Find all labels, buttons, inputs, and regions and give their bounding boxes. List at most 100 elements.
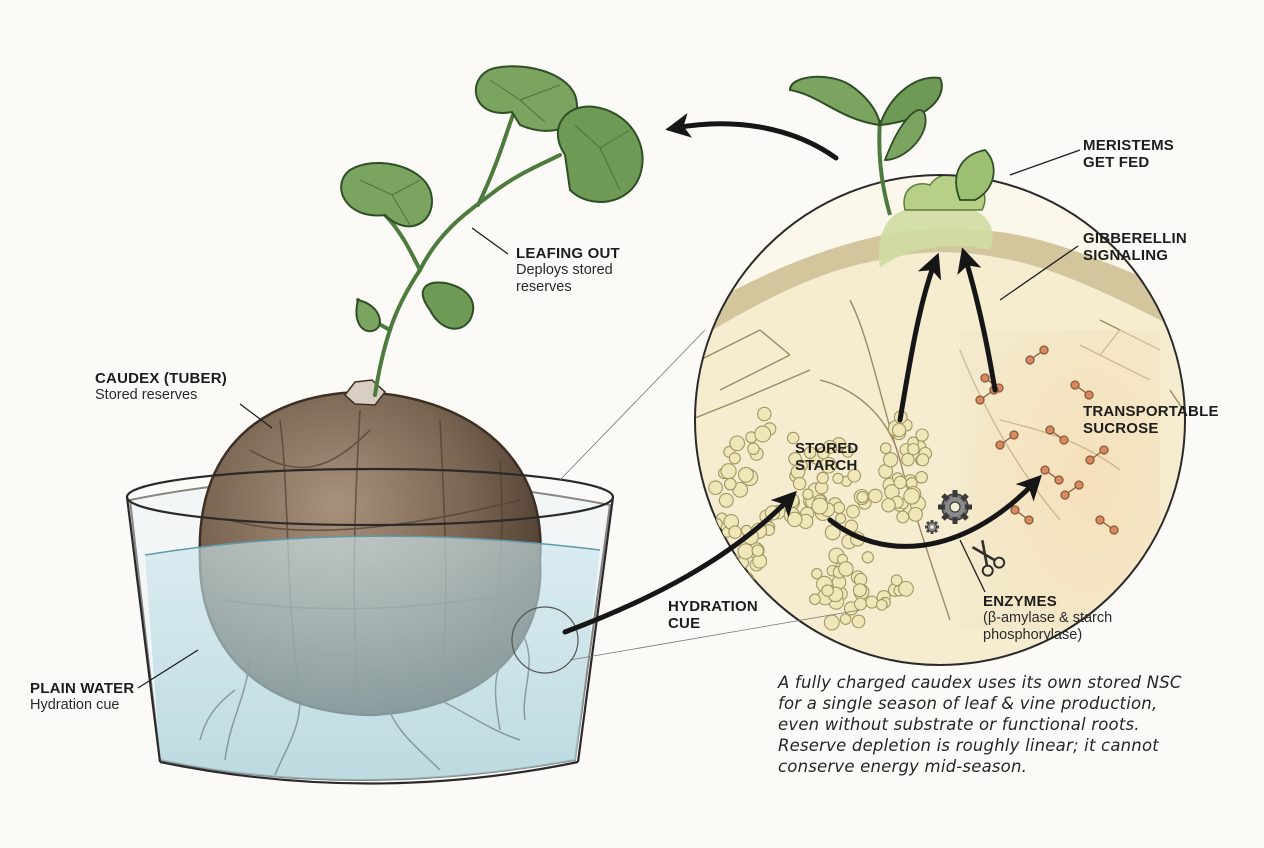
gear-icon bbox=[938, 490, 972, 524]
starch-granule bbox=[898, 580, 914, 597]
enzymes-sub-2: phosphorylase) bbox=[983, 626, 1083, 643]
label-caudex: CAUDEX (TUBER) Stored reserves bbox=[95, 370, 227, 404]
starch-granule bbox=[728, 525, 742, 539]
starch-granule bbox=[708, 480, 723, 496]
starch-granule bbox=[875, 599, 888, 611]
starch-granule bbox=[915, 470, 928, 484]
plain-water-sub: Hydration cue bbox=[30, 697, 120, 714]
water bbox=[144, 535, 601, 780]
starch-granule bbox=[821, 584, 834, 597]
starch-granule bbox=[741, 573, 754, 585]
note-line-5: conserve energy mid-season. bbox=[778, 757, 1028, 776]
meristem-arrow-left bbox=[897, 252, 942, 423]
cross-section bbox=[694, 174, 1186, 666]
sucrose-molecule bbox=[1070, 380, 1094, 400]
note-line-1: A fully charged caudex uses its own stor… bbox=[778, 673, 1182, 692]
starch-granules bbox=[699, 406, 933, 631]
leafing-out-sub-2: reserves bbox=[516, 278, 572, 295]
starch-granule bbox=[816, 471, 829, 485]
starch-granule bbox=[706, 567, 723, 584]
leafing-out-sub-1: Deploys stored bbox=[516, 262, 613, 279]
starch-line-2: STARCH bbox=[795, 457, 858, 475]
starch-granule bbox=[699, 535, 715, 552]
starch-granule bbox=[879, 442, 892, 455]
gibberellin-line-1: GIBBERELLIN bbox=[1083, 230, 1187, 247]
label-meristems: MERISTEMS GET FED bbox=[1083, 137, 1174, 172]
starch-granule bbox=[881, 497, 896, 513]
starch-granule bbox=[729, 435, 746, 452]
gibberellin-line-2: SIGNALING bbox=[1083, 247, 1169, 265]
meristems-line-2: GET FED bbox=[1083, 154, 1150, 172]
starch-granule bbox=[838, 561, 854, 577]
starch-granule bbox=[737, 466, 754, 483]
caudex-sub: Stored reserves bbox=[95, 387, 198, 404]
starch-granule bbox=[882, 452, 899, 468]
starch-granule bbox=[853, 597, 868, 611]
starch-line-1: STORED bbox=[795, 440, 859, 457]
starch-granule bbox=[734, 570, 749, 585]
label-plain-water: PLAIN WATER Hydration cue bbox=[30, 680, 134, 714]
label-stored-starch: STORED STARCH bbox=[795, 440, 858, 475]
note-line-4: Reserve depletion is roughly linear; it … bbox=[778, 736, 1159, 755]
starch-granule bbox=[890, 574, 903, 587]
starch-granule bbox=[832, 472, 844, 485]
starch-granule bbox=[868, 488, 883, 504]
starch-granule bbox=[802, 488, 814, 500]
sucrose-molecule bbox=[1095, 515, 1119, 535]
starch-granule bbox=[723, 477, 737, 491]
starch-granule bbox=[809, 593, 821, 606]
starch-granule bbox=[835, 512, 847, 524]
starch-granule bbox=[841, 445, 854, 458]
starch-granule bbox=[757, 406, 772, 422]
starch-granule bbox=[803, 446, 817, 459]
starch-granule bbox=[856, 491, 869, 504]
starch-granule bbox=[908, 506, 923, 522]
starch-granule bbox=[747, 442, 760, 456]
caption-note: A fully charged caudex uses its own stor… bbox=[778, 672, 1238, 777]
starch-granule bbox=[720, 463, 737, 480]
enzymes-sub-1: (β-amylase & starch bbox=[983, 610, 1113, 627]
starch-granule bbox=[811, 568, 823, 580]
starch-granule bbox=[891, 422, 907, 438]
sucrose-molecule bbox=[1060, 480, 1084, 500]
label-hydration-cue: HYDRATION CUE bbox=[668, 598, 758, 633]
hydration-arrow bbox=[562, 490, 797, 635]
starch-granule bbox=[893, 475, 907, 490]
sucrose-line-1: TRANSPORTABLE bbox=[1083, 403, 1219, 420]
scissors-icon bbox=[971, 540, 1006, 577]
label-gibberellin: GIBBERELLIN SIGNALING bbox=[1083, 230, 1187, 265]
starch-granule bbox=[751, 544, 765, 557]
sucrose-molecule bbox=[1045, 425, 1069, 445]
starch-granule bbox=[907, 442, 920, 456]
starch-granule bbox=[718, 492, 734, 508]
hydration-cue-line-2: CUE bbox=[668, 615, 701, 633]
starch-granule bbox=[861, 551, 874, 564]
starch-granule bbox=[721, 576, 739, 593]
starch-granule bbox=[741, 573, 755, 586]
starch-granule bbox=[846, 504, 860, 519]
meristems-line-1: MERISTEMS bbox=[1083, 137, 1174, 154]
sucrose-molecule bbox=[1010, 505, 1034, 525]
caudex-title: CAUDEX (TUBER) bbox=[95, 370, 227, 387]
label-leafing-out: LEAFING OUT Deploys stored reserves bbox=[516, 245, 620, 296]
leader-lines bbox=[137, 149, 1081, 689]
label-enzymes: ENZYMES (β-amylase & starch phosphorylas… bbox=[983, 593, 1112, 644]
hydration-cue-line-1: HYDRATION bbox=[668, 598, 758, 615]
starch-granule bbox=[792, 476, 807, 491]
starch-granule bbox=[823, 614, 840, 631]
starch-granule bbox=[786, 511, 803, 528]
starch-granule bbox=[728, 452, 741, 465]
starch-granule bbox=[839, 613, 852, 625]
leaves bbox=[340, 65, 644, 333]
sucrose-line-2: SUCROSE bbox=[1083, 420, 1159, 438]
starch-granule bbox=[916, 453, 930, 467]
starch-granule bbox=[734, 573, 749, 588]
sucrose-molecules bbox=[975, 345, 1119, 535]
leafing-arrow bbox=[665, 113, 839, 161]
starch-granule bbox=[721, 579, 739, 597]
leaf-veins bbox=[359, 79, 631, 226]
starch-granule bbox=[725, 580, 739, 594]
starch-granule bbox=[702, 581, 714, 594]
small-gear-icon bbox=[925, 520, 939, 534]
